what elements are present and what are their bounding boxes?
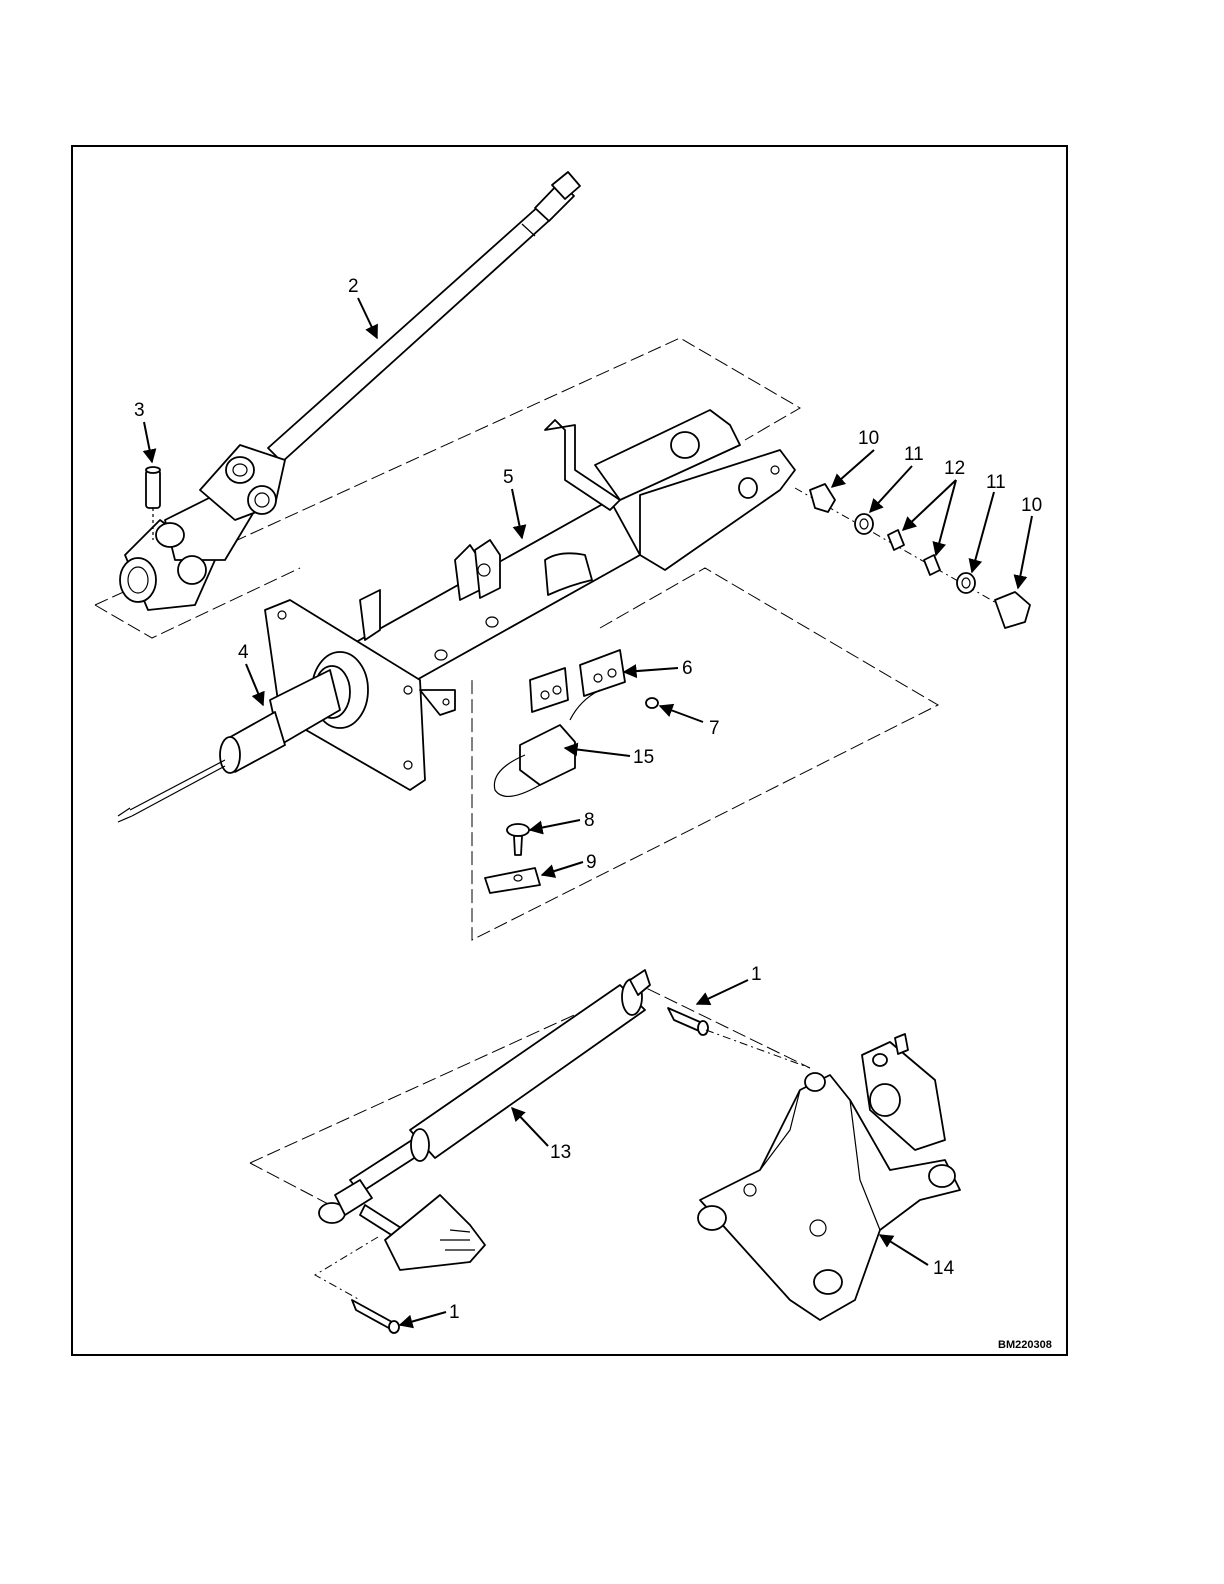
steering-shaft [268, 172, 580, 462]
callout-label: 7 [709, 718, 720, 739]
pin-1-lower [352, 1300, 399, 1333]
callout-label: 1 [449, 1302, 460, 1323]
callout-label: 14 [933, 1258, 955, 1279]
screw-8 [507, 824, 529, 855]
callout-label: 9 [586, 852, 597, 873]
callout-label: 10 [858, 428, 879, 449]
callout-label: 2 [348, 276, 359, 297]
callout-label: 6 [682, 658, 693, 679]
screw-7 [646, 698, 658, 708]
callout-label: 15 [633, 747, 654, 768]
figure-code: BM220308 [998, 1339, 1052, 1351]
callout-label: 5 [503, 467, 514, 488]
wiring-cable [118, 760, 225, 822]
callout-label: 3 [134, 400, 145, 421]
nut-plate-9 [485, 868, 540, 893]
hardware-stack [795, 484, 1030, 628]
callout-labels: 1 1 2 3 4 5 6 7 8 9 10 10 11 11 12 13 14… [134, 276, 1042, 1323]
switch-6 [530, 650, 625, 712]
callout-label: 12 [944, 458, 965, 479]
lower-phantom-outline [250, 985, 810, 1300]
callout-label: 1 [751, 964, 762, 985]
callout-label: 11 [904, 444, 924, 465]
callout-label: 8 [584, 810, 595, 831]
callout-label: 10 [1021, 495, 1042, 516]
callout-label: 11 [986, 472, 1006, 493]
pivot-bracket-14 [698, 1034, 960, 1320]
callout-label: 13 [550, 1142, 571, 1163]
universal-joint [120, 445, 285, 610]
pin-1-upper [668, 1008, 810, 1068]
callout-label: 4 [238, 642, 249, 663]
gas-spring-13 [319, 970, 650, 1223]
tilt-lever [360, 1195, 485, 1270]
